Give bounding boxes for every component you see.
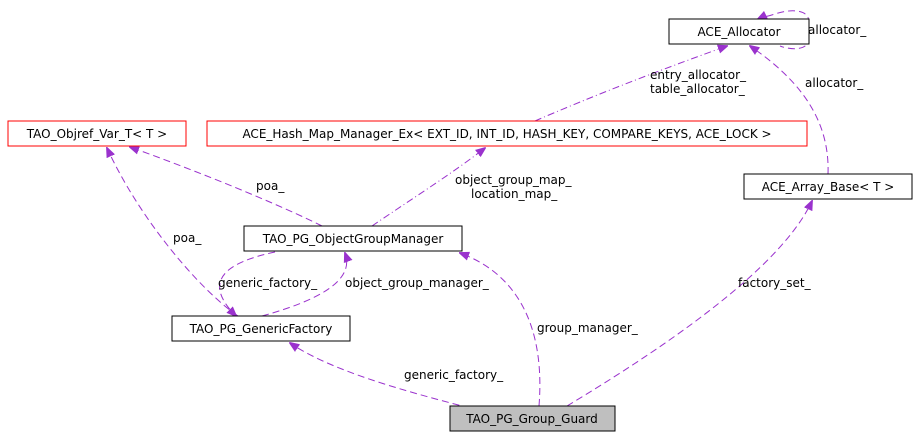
node-ace-allocator[interactable]: ACE_Allocator: [668, 18, 810, 45]
edge-label-poa-ogm: poa_: [256, 179, 285, 193]
edge-guard-arraybase: [566, 201, 812, 407]
node-ace-hash-map[interactable]: ACE_Hash_Map_Manager_Ex< EXT_ID, INT_ID,…: [206, 120, 808, 147]
edge-allocator-self: [758, 10, 810, 25]
node-label-ace-hash-map: ACE_Hash_Map_Manager_Ex< EXT_ID, INT_ID,…: [242, 127, 771, 141]
node-label-generic-factory: TAO_PG_GenericFactory: [189, 322, 333, 336]
node-ace-array-base[interactable]: ACE_Array_Base< T >: [743, 173, 913, 200]
node-label-tao-objref-var: TAO_Objref_Var_T< T >: [26, 127, 167, 141]
edge-label-object-group-map: object_group_map_: [455, 173, 572, 187]
node-generic-factory[interactable]: TAO_PG_GenericFactory: [171, 315, 351, 342]
edge-ogm-gf: [219, 251, 276, 316]
edge-label-location-map: location_map_: [471, 187, 558, 201]
edge-guard-ogm: [460, 253, 541, 407]
node-label-ace-array-base: ACE_Array_Base< T >: [762, 180, 895, 194]
edge-hashmap-allocator: [534, 46, 727, 122]
node-label-object-group-manager: TAO_PG_ObjectGroupManager: [262, 232, 444, 246]
node-tao-objref-var[interactable]: TAO_Objref_Var_T< T >: [7, 120, 187, 147]
edge-gf-ogm: [261, 253, 347, 317]
edge-guard-gf: [290, 343, 471, 409]
edge-label-entry-allocator: entry_allocator_: [650, 68, 747, 82]
edge-arraybase-allocator: [750, 46, 829, 175]
node-label-ace-allocator: ACE_Allocator: [697, 25, 780, 39]
node-label-group-guard: TAO_PG_Group_Guard: [465, 412, 598, 426]
edge-label-allocator-self: allocator_: [808, 23, 867, 37]
edge-ogm-objref: [130, 147, 323, 227]
edge-label-object-group-manager-gf: object_group_manager_: [345, 276, 490, 290]
node-object-group-manager[interactable]: TAO_PG_ObjectGroupManager: [243, 225, 463, 252]
edge-label-factory-set: factory_set_: [738, 276, 812, 290]
edge-label-generic-factory-guard: generic_factory_: [404, 368, 504, 382]
edge-ogm-hashmap: [371, 148, 485, 227]
edge-label-table-allocator: table_allocator_: [650, 82, 746, 96]
edge-label-poa-gf: poa_: [173, 231, 202, 245]
edge-label-allocator-array: allocator_: [805, 76, 864, 90]
node-group-guard[interactable]: TAO_PG_Group_Guard: [449, 405, 616, 432]
edge-label-generic-factory-ogm: generic_factory_: [218, 276, 318, 290]
edge-label-group-manager: group_manager_: [537, 321, 639, 335]
